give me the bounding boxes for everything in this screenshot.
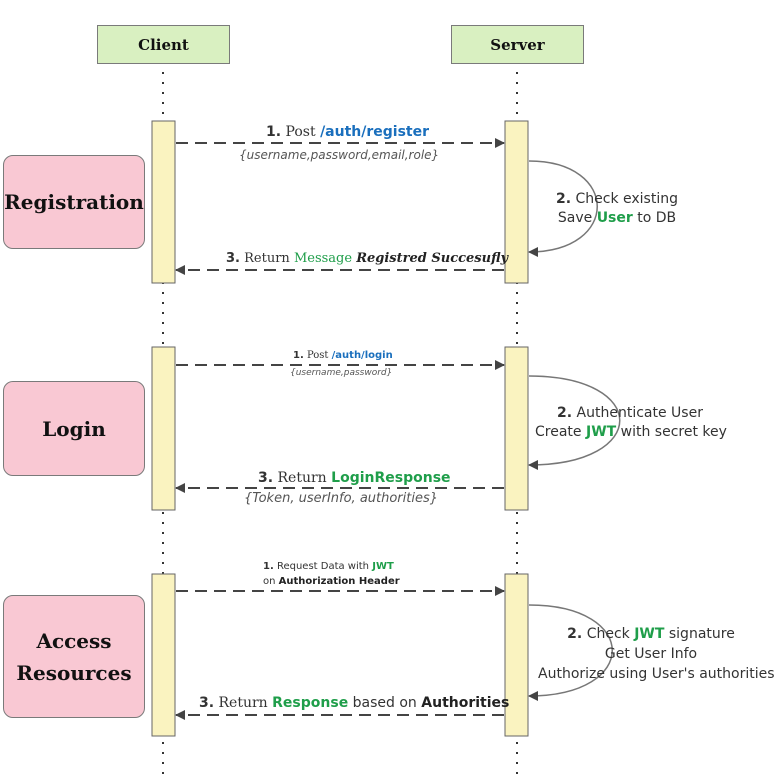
response-verb: Return [218,695,268,711]
note-line2: Get User Info [604,646,698,662]
access-request-label-line2: on Authorization Header [263,577,400,587]
registration-phase-box: Registration [3,155,145,249]
login-server-note: 2. Authenticate User Create JWT with sec… [535,404,727,442]
step-number: 1. [263,561,274,572]
note-text: Save [557,210,593,226]
registration-self-arrow [528,160,598,257]
server-label: Server [490,35,545,54]
note-line1: 2. Check existing [548,190,686,209]
note-line3: Authorize using User's authorities [538,666,775,682]
request-text: on [263,576,276,587]
client-activation-access [151,573,176,737]
request-text: Request Data with [276,561,370,572]
step-number: 2. [557,405,573,421]
registration-phase-label: Registration [4,190,144,214]
highlight-term: JWT [585,424,617,440]
response-authorities: Authorities [421,695,510,711]
client-activation-registration [151,120,176,284]
registration-server-note: 2. Check existing Save User to DB [548,190,686,228]
registration-payload: {username,password,email,role} [239,148,440,162]
step-number: 1. [266,124,282,140]
note-text: Create [535,424,582,440]
response-object: Response [272,695,349,711]
login-phase-label: Login [42,416,106,441]
client-label: Client [138,35,189,54]
access-phase-box: Access Resources [3,595,145,718]
step-number: 3. [258,470,274,486]
login-payload: {username,password} [290,368,393,378]
login-self-arrow [528,375,621,470]
note-line2: Create JWT with secret key [535,423,727,442]
note-text: signature [668,626,735,642]
server-activation-login [504,346,529,511]
response-verb: Return [277,470,327,486]
request-verb: Post [285,124,316,140]
server-activation-access [504,573,529,737]
access-server-note: 2. Check JWT signature Get User Info Aut… [538,624,775,684]
note-text: Check existing [575,191,679,207]
note-line1: 2. Check JWT signature [538,624,764,644]
access-self-arrow [528,604,613,701]
note-text: Authenticate User [576,405,703,421]
login-request-label: 1. Post /auth/login [293,351,393,361]
endpoint-path: /auth/login [331,350,393,361]
note-text: Check [586,626,630,642]
step-number: 2. [555,191,572,207]
access-request-label: 1. Request Data with JWT [263,562,394,572]
response-text: based on [352,695,417,711]
login-response-label: 3. Return LoginResponse [258,471,451,485]
note-line2: Save User to DB [548,209,686,228]
highlight-term: JWT [634,626,665,642]
login-phase-box: Login [3,381,145,476]
request-verb: Post [306,350,329,361]
response-message: Registred Succesufly [356,251,509,266]
access-phase-label-line1: Access [36,628,112,653]
login-response-payload: {Token, userInfo, authorities} [244,491,439,506]
step-number: 3. [226,251,240,266]
note-line1: 2. Authenticate User [535,404,725,423]
highlight-term: JWT [372,561,394,572]
header-name: Authorization Header [278,576,400,587]
server-activation-registration [504,120,529,284]
registration-request-label: 1. Post /auth/register [266,125,429,139]
step-number: 3. [199,695,215,711]
step-number: 1. [293,350,304,361]
response-verb: Return [244,251,290,266]
step-number: 2. [567,626,583,642]
endpoint-path: /auth/register [320,124,430,140]
response-object: LoginResponse [331,470,451,486]
access-phase-label-line2: Resources [16,660,132,685]
access-response-label: 3. Return Response based on Authorities [199,696,509,710]
registration-response-label: 3. Return Message Registred Succesufly [226,252,508,265]
server-participant: Server [451,25,584,64]
client-participant: Client [97,25,230,64]
note-text: with secret key [620,424,727,440]
note-text: to DB [637,210,677,226]
highlight-term: User [596,210,633,226]
response-word: Message [293,251,353,266]
client-activation-login [151,346,176,511]
